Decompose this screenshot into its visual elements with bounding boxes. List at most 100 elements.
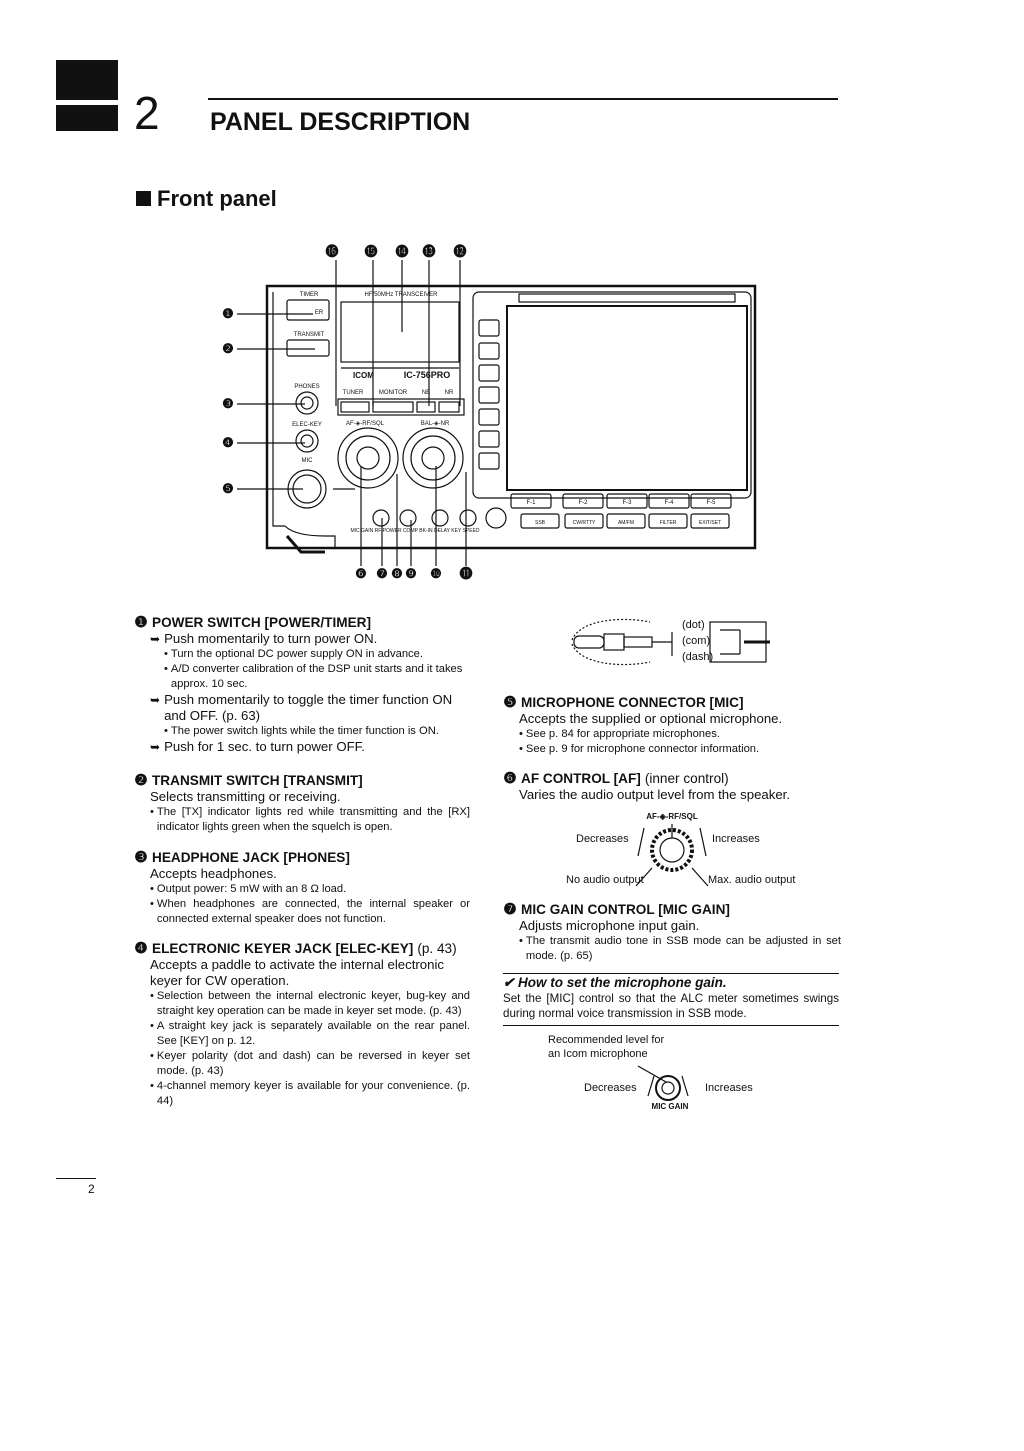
figure-label: ❽ — [391, 566, 403, 581]
bullet-icon: • — [150, 806, 154, 818]
bullet-text: Output power: 5 mW with an 8 Ω load. — [156, 883, 347, 895]
figure-label: ⓬ — [453, 244, 466, 259]
figure-label: CW/RTTY — [573, 520, 596, 526]
item-number-badge: ❹ — [134, 940, 148, 957]
figure-label: ❼ — [376, 566, 388, 581]
action-text: Push momentarily to turn power ON. — [164, 631, 378, 646]
item-number-badge: ❷ — [134, 772, 148, 789]
item-title: MICROPHONE CONNECTOR [MIC] — [521, 695, 744, 710]
figure-label: ER — [315, 310, 324, 316]
figure-label: MIC GAIN RF POWER COMP BK-IN DELAY KEY S… — [350, 528, 479, 534]
figure-label: ICOM — [353, 371, 374, 380]
figure-label: AF-◈-RF/SQL — [346, 421, 385, 427]
figure-label: MIC — [302, 458, 314, 464]
figure-label: (dash) — [682, 651, 713, 663]
bullet-text: The transmit audio tone in SSB mode can … — [525, 935, 841, 962]
body-text: Adjusts microphone input gain. — [519, 918, 841, 934]
chapter-number: 2 — [134, 87, 160, 139]
figure-label: ⓭ — [422, 244, 435, 259]
figure-label: ⓮ — [395, 244, 408, 259]
body-text-content: Selects transmitting or receiving. — [150, 789, 341, 804]
bullet-text: Selection between the internal electroni… — [156, 990, 470, 1017]
callouts-top: ⓰ ⓯ ⓮ ⓭ ⓬ — [325, 244, 466, 259]
bullet-text: See p. 9 for microphone connector inform… — [525, 743, 760, 755]
figure-label: MIC GAIN — [652, 1102, 689, 1111]
body-text: Selects transmitting or receiving. — [150, 789, 470, 805]
chapter-title: PANEL DESCRIPTION — [210, 108, 471, 136]
bullet-icon: • — [150, 883, 154, 895]
item-title: HEADPHONE JACK [PHONES] — [152, 850, 350, 865]
front-panel-figure: ⓰ ⓯ ⓮ ⓭ ⓬ ❶ ❷ ❸ ❹ ❺ ❻ ❼ ❽ ❾ ❿ ⓫ — [222, 244, 757, 581]
body-text-content: Adjusts microphone input gain. — [519, 918, 700, 933]
figure-label: F-2 — [579, 500, 589, 506]
item-title: POWER SWITCH [POWER/TIMER] — [152, 615, 371, 630]
bullet-icon: • — [150, 1020, 154, 1032]
body-text: Varies the audio output level from the s… — [519, 787, 841, 803]
figure-label: ❹ — [222, 435, 234, 450]
figure-label: ❻ — [355, 566, 367, 581]
figure-label: ⓰ — [325, 244, 338, 259]
bullet-icon: • — [150, 1080, 154, 1092]
bullet-text: The [TX] indicator lights red while tran… — [156, 806, 470, 833]
body-text-content: Accepts headphones. — [150, 866, 277, 881]
bullet-text: See p. 84 for appropriate microphones. — [525, 728, 720, 740]
body-text-content: Accepts the supplied or optional microph… — [519, 711, 783, 726]
figure-label: HF/50MHz TRANSCEIVER — [365, 292, 439, 298]
body-text: Accepts the supplied or optional microph… — [519, 711, 841, 727]
figure-label: F-1 — [527, 500, 537, 506]
figure-label: Increases — [705, 1082, 753, 1094]
item-number-badge: ❼ — [503, 901, 517, 918]
figure-label: IC-756PRO — [404, 370, 451, 380]
bullet-icon: • — [150, 898, 154, 910]
figure-label: F-4 — [665, 500, 675, 506]
action-text: Push for 1 sec. to turn power OFF. — [164, 739, 365, 754]
mic-gain-figure: Decreases Increases MIC GAIN — [584, 1065, 753, 1111]
figure-label: ❷ — [222, 341, 234, 356]
key-plug-diagram: (dot) (com) (dash) — [571, 618, 770, 666]
bullet: •The [TX] indicator lights red while tra… — [150, 805, 470, 835]
figure-label: EXIT/SET — [699, 520, 721, 526]
item-title: TRANSMIT SWITCH [TRANSMIT] — [152, 773, 363, 788]
bullet: •See p. 84 for appropriate microphones. — [519, 727, 841, 742]
figure-label: TRANSMIT — [294, 332, 325, 338]
micgain-recommended: Recommended level for an Icom microphone — [548, 1034, 665, 1060]
figure-label: ❸ — [222, 396, 234, 411]
sub-bullet-text: A/D converter calibration of the DSP uni… — [170, 663, 463, 690]
figure-label: ❾ — [405, 566, 417, 581]
bullet-text: Keyer polarity (dot and dash) can be rev… — [156, 1050, 470, 1077]
bullet: •Keyer polarity (dot and dash) can be re… — [150, 1049, 470, 1079]
figure-label: NR — [445, 390, 454, 396]
figure-label: FILTER — [660, 520, 677, 526]
sub-bullet-text: Turn the optional DC power supply ON in … — [170, 648, 423, 660]
section-title: Front panel — [136, 186, 277, 212]
bullet-text: 4-channel memory keyer is available for … — [156, 1080, 470, 1107]
arrow-icon: ➥ — [150, 632, 161, 646]
figure-label: Decreases — [584, 1082, 637, 1094]
action-line: ➥Push for 1 sec. to turn power OFF. — [150, 739, 470, 755]
figure-label: NB — [422, 390, 430, 396]
figure-label: F-3 — [623, 500, 633, 506]
figure-label: TUNER — [343, 390, 364, 396]
bullet-icon: • — [519, 728, 523, 740]
figure-label: ⓯ — [364, 244, 377, 259]
figure-label: SSB — [535, 520, 546, 526]
figure-label: AF-◈-RF/SQL — [646, 812, 698, 821]
chapter-tab-top — [56, 60, 118, 100]
bullet-text: When headphones are connected, the inter… — [156, 898, 470, 925]
body-text: Accepts a paddle to activate the interna… — [150, 957, 470, 989]
item-title-suffix: (p. 43) — [417, 941, 457, 956]
tip-text: Set the [MIC] control so that the ALC me… — [503, 992, 839, 1020]
sub-bullet: •Turn the optional DC power supply ON in… — [164, 647, 470, 662]
figure-label: F-5 — [707, 500, 717, 506]
body-text-content: Accepts a paddle to activate the interna… — [150, 957, 444, 988]
item-title: AF CONTROL [AF] — [521, 771, 641, 786]
bullet: •When headphones are connected, the inte… — [150, 897, 470, 927]
figure-label: ❺ — [222, 481, 234, 496]
figure-label: PHONES — [294, 384, 319, 390]
bullet-icon: • — [519, 935, 523, 947]
